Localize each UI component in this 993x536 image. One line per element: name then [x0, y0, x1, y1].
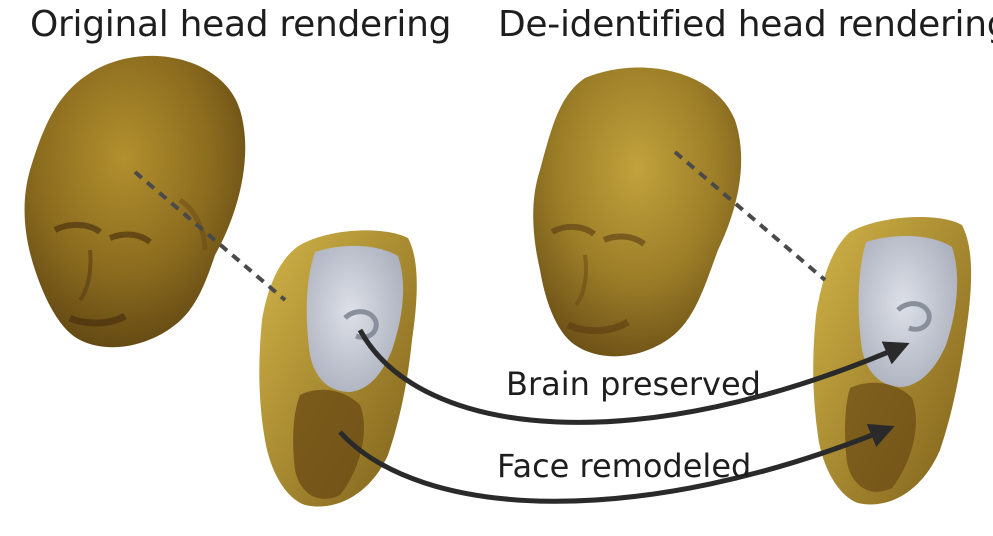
deidentified-head-title: De-identified head rendering: [498, 4, 993, 45]
cut-line-left: [133, 170, 287, 302]
original-head-render: [24, 55, 246, 348]
deidentified-cutaway-head: [813, 216, 972, 505]
face-remodeled-label: Face remodeled: [497, 447, 752, 485]
face-section-left: [293, 389, 364, 499]
original-head-title: Original head rendering: [30, 4, 452, 45]
brain-preserved-arrow: [357, 328, 910, 425]
deidentified-head-render: [533, 67, 742, 357]
face-remodeled-arrow: [338, 423, 895, 504]
cut-line-right: [673, 150, 827, 282]
brain-preserved-label: Brain preserved: [506, 365, 761, 403]
